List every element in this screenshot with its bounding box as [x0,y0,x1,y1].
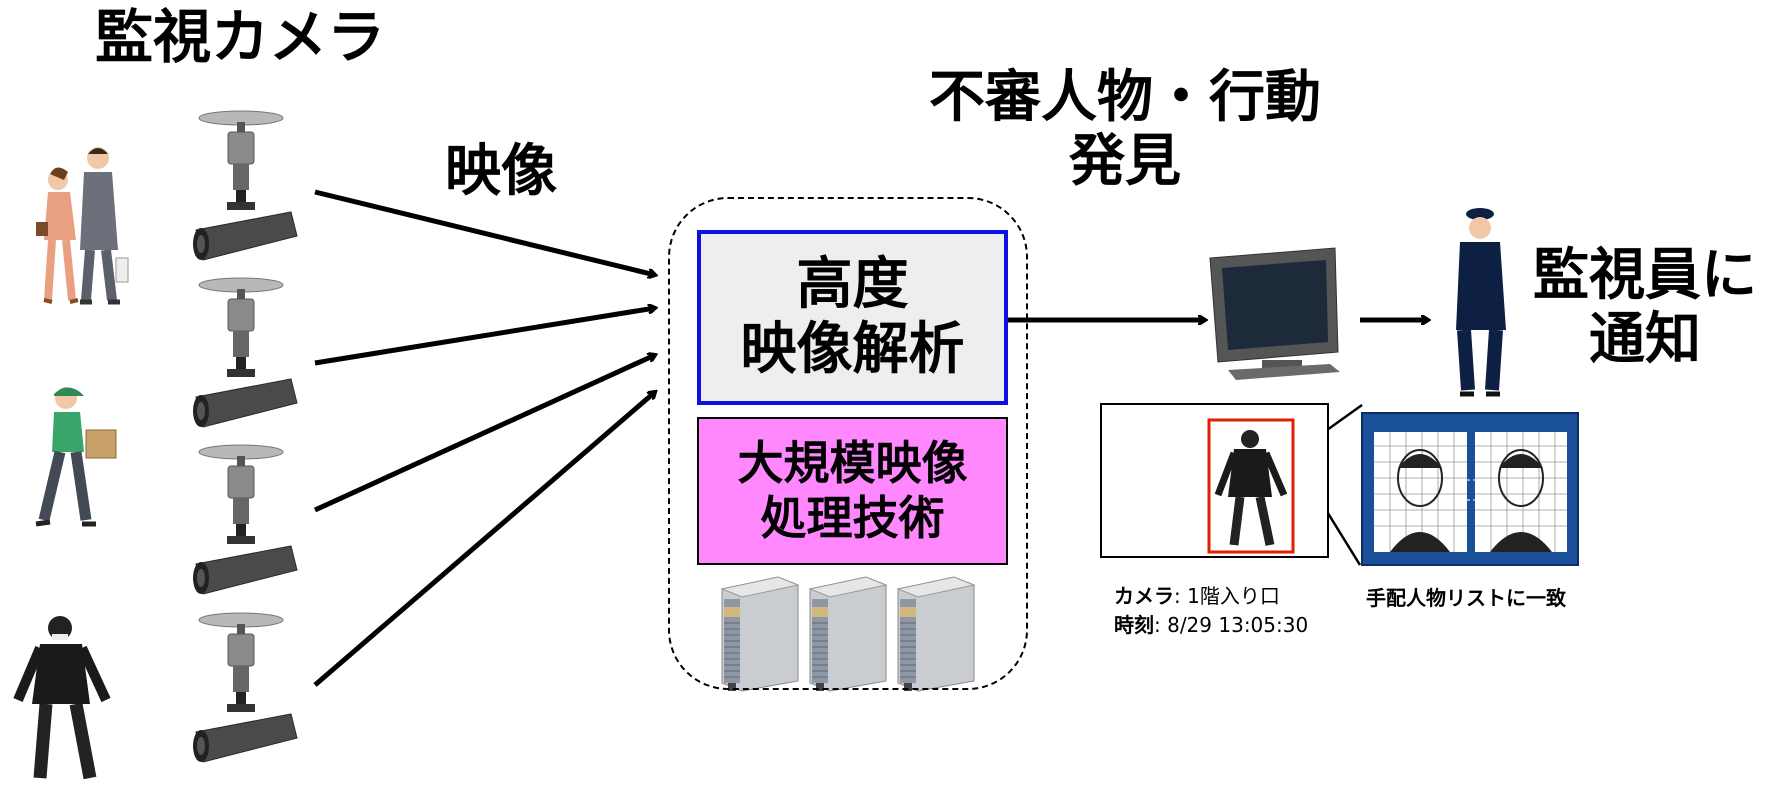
couple-figure [36,147,129,305]
video-arrow-4 [313,392,655,687]
camera-icon-4 [192,612,298,763]
analysis-line-1: 高度 [796,252,909,318]
security-guard-icon [1456,208,1506,397]
discovery-line-2: 発見 [1069,129,1181,195]
camera-icon-3 [192,444,298,595]
video-arrow-1 [314,189,655,275]
video-flow-label: 映像 [445,139,557,204]
notify-line-1: 監視員に [1533,243,1757,308]
analysis-line-2: 映像解析 [740,316,965,382]
timestamp-row: 時刻: 8/29 13:05:30 [1114,611,1308,640]
processing-line-1: 大規模映像 [737,435,968,490]
face-comparison-panel [1361,412,1579,566]
camera-info: カメラ: 1階入り口 時刻: 8/29 13:05:30 [1114,582,1308,640]
camera-key: カメラ [1114,584,1174,608]
advanced-analysis-box: 高度 映像解析 [697,230,1008,405]
title: 監視カメラ [95,3,386,71]
video-arrow-2 [314,308,655,366]
detected-person-image [1207,418,1295,554]
notify-label: 監視員に 通知 [1515,243,1775,373]
time-value: : 8/29 13:05:30 [1154,613,1309,637]
detection-frame [1100,403,1329,558]
discovery-label: 不審人物・行動 発見 [900,65,1350,195]
video-arrow-3 [313,355,655,513]
processing-group-boundary [668,197,1028,690]
camera-value: : 1階入り口 [1174,584,1280,608]
large-scale-processing-box: 大規模映像 処理技術 [697,417,1008,565]
delivery-worker-figure [35,387,117,527]
discovery-line-1: 不審人物・行動 [929,65,1321,130]
monitor-icon [1209,247,1340,380]
notify-line-2: 通知 [1589,307,1701,373]
time-key: 時刻 [1114,613,1154,637]
suspicious-person-figure [13,616,111,780]
detection-bounding-box [1207,418,1295,554]
watchlist-match-text: 手配人物リストに一致 [1366,586,1566,610]
camera-icon-2 [192,277,298,428]
camera-location-row: カメラ: 1階入り口 [1114,582,1308,611]
camera-icon-1 [192,110,298,261]
processing-line-2: 処理技術 [760,491,945,545]
